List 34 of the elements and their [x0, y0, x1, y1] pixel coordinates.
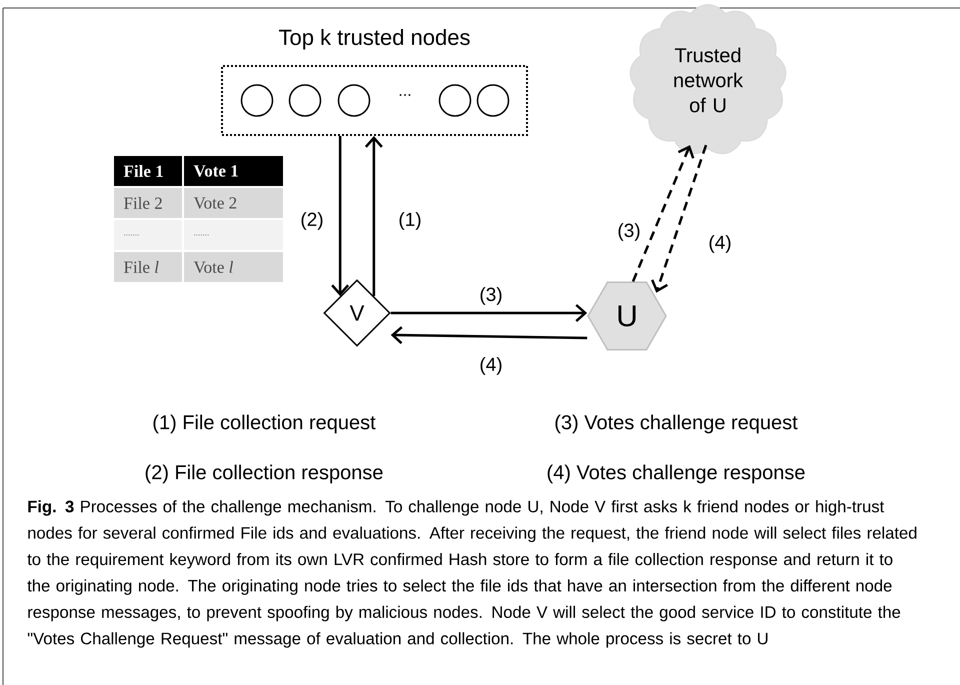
edge-label: (4) [710, 235, 730, 253]
edge-label: (3) [618, 223, 640, 241]
table-cell: Vote l [184, 252, 283, 282]
process-note: (4) Votes challenge response [548, 464, 805, 484]
edge-label: (2) [302, 212, 322, 230]
edge-label: (1) [400, 212, 420, 230]
table-cell: File 1 [114, 156, 182, 186]
cloud: Trusted network of U [630, 4, 786, 154]
arrow [331, 136, 350, 296]
arrow [364, 136, 383, 296]
table-cell: Vote 2 [184, 188, 283, 218]
table-cell: File l [114, 252, 182, 282]
process-note: (2) File collection response [146, 464, 383, 484]
process-note: (1) File collection request [154, 414, 376, 434]
edge-label: (4) [480, 357, 502, 375]
edge-label: (3) [480, 287, 502, 305]
node-circle [476, 84, 510, 117]
arrow [651, 144, 708, 293]
table-cell: ....... [114, 220, 182, 250]
table-cell: File 2 [114, 188, 182, 218]
node-circle [438, 84, 472, 117]
node-label: Top k trusted nodes [279, 28, 470, 50]
node-circle [240, 84, 274, 117]
arrow [632, 145, 694, 282]
table-cell: Vote 1 [184, 156, 283, 186]
hexagon: U [587, 281, 667, 351]
ellipsis: ... [400, 94, 410, 96]
arrow [390, 326, 588, 344]
node-circle [288, 84, 322, 117]
caption: Fig. 3 Processes of the challenge mechanism. To challenge node U, Node V first asks k friend nodes or high-trust nodes for several confirmed File ids and evaluations. After receiving the request, the friend node will select files related to the requirement keyword from its own LVR confirmed Hash store to form a file collection response and return it to the originating node. The originating node tries to select the file ids that have an intersection from the different node response messages, to prevent spoofing by malicious nodes. Node V will select the good service ID to constitute the "Votes Challenge Request" message of evaluation and collection. The whole process is secret to U [27, 500, 916, 648]
node-circle [338, 84, 370, 117]
arrow [390, 304, 588, 322]
process-note: (3) Votes challenge request [556, 414, 798, 434]
table-cell: ....... [184, 220, 283, 250]
